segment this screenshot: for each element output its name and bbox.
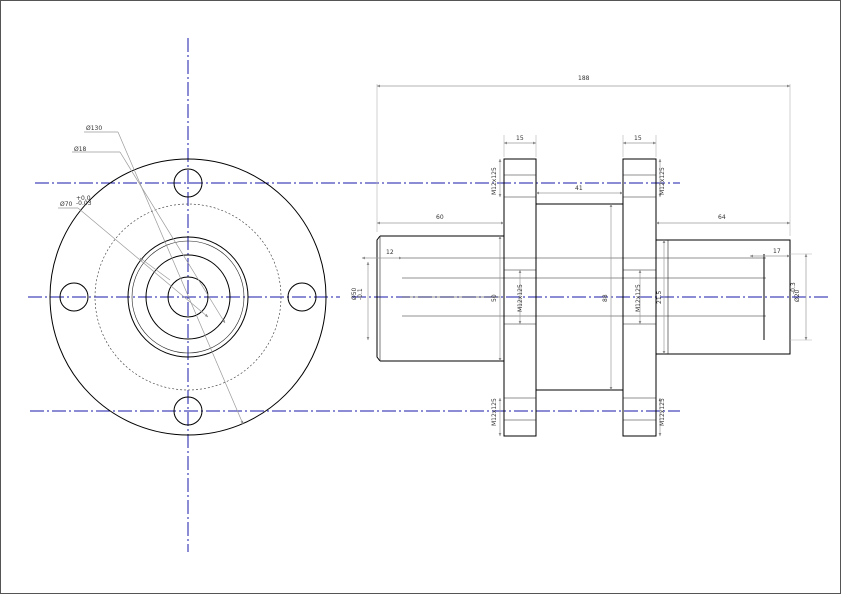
bore-outer-circle — [145, 254, 231, 340]
label-hole-4: M12x125 — [659, 398, 666, 426]
side-view: 188 15 15 60 41 64 12 17 Ø50 -0.1 50 88 … — [351, 75, 828, 437]
label-d-left-b: -0.1 — [357, 288, 364, 300]
label-hole-1: M12x125 — [491, 167, 498, 195]
label-flange2: 15 — [634, 135, 642, 142]
flange-1 — [503, 158, 537, 437]
label-d-left-a: Ø50 — [351, 287, 358, 300]
label-d-bore: Ø70 — [60, 201, 73, 208]
bolt-hole-top — [173, 168, 203, 198]
label-hole-6: M12x125 — [635, 284, 642, 312]
label-d-outer: Ø130 — [86, 125, 102, 132]
right-shaft-outline — [656, 239, 791, 355]
label-d-right-tip-a: Ø20 — [794, 289, 801, 302]
bolt-pitch-circle — [94, 203, 282, 391]
dim-d-bore — [77, 207, 209, 318]
label-hole-2: M12x125 — [659, 167, 666, 195]
label-flange1: 15 — [516, 135, 524, 142]
dim-d-bolt — [119, 151, 226, 324]
label-d-bolt: Ø18 — [74, 146, 87, 153]
bolt-hole-left — [59, 282, 89, 312]
label-gap: 41 — [575, 185, 583, 192]
label-hole-5: M12x125 — [517, 284, 524, 312]
label-d-right-tip-b: -0.3 — [790, 282, 797, 294]
flange-2 — [622, 158, 657, 437]
label-left-len: 60 — [436, 214, 444, 221]
label-tol-upper: +0.0 — [76, 195, 91, 202]
boss-inner-circle — [131, 240, 245, 354]
dim-d-bore-back — [139, 257, 171, 281]
bolt-hole-bottom — [173, 396, 203, 426]
left-shaft-outline — [376, 235, 504, 362]
boss-circle — [127, 236, 249, 358]
front-view: Ø130 Ø18 Ø70 +0.0 -0.03 — [28, 38, 680, 552]
label-hole-3: M12x125 — [491, 398, 498, 426]
label-d-right: 21.5 — [656, 290, 663, 304]
label-d-center: 88 — [602, 294, 609, 302]
flange-outer-circle — [49, 158, 327, 436]
label-tol-lower: -0.03 — [76, 200, 92, 207]
middle-body-outline — [536, 203, 623, 391]
label-right-len: 64 — [718, 214, 726, 221]
label-shoulder: 12 — [386, 249, 394, 256]
label-d-mid: 50 — [491, 294, 498, 302]
bore-circle — [167, 276, 209, 318]
dim-d-outer — [117, 131, 244, 425]
bolt-hole-right — [287, 282, 317, 312]
label-key: 17 — [773, 248, 781, 255]
label-overall: 188 — [578, 75, 590, 82]
